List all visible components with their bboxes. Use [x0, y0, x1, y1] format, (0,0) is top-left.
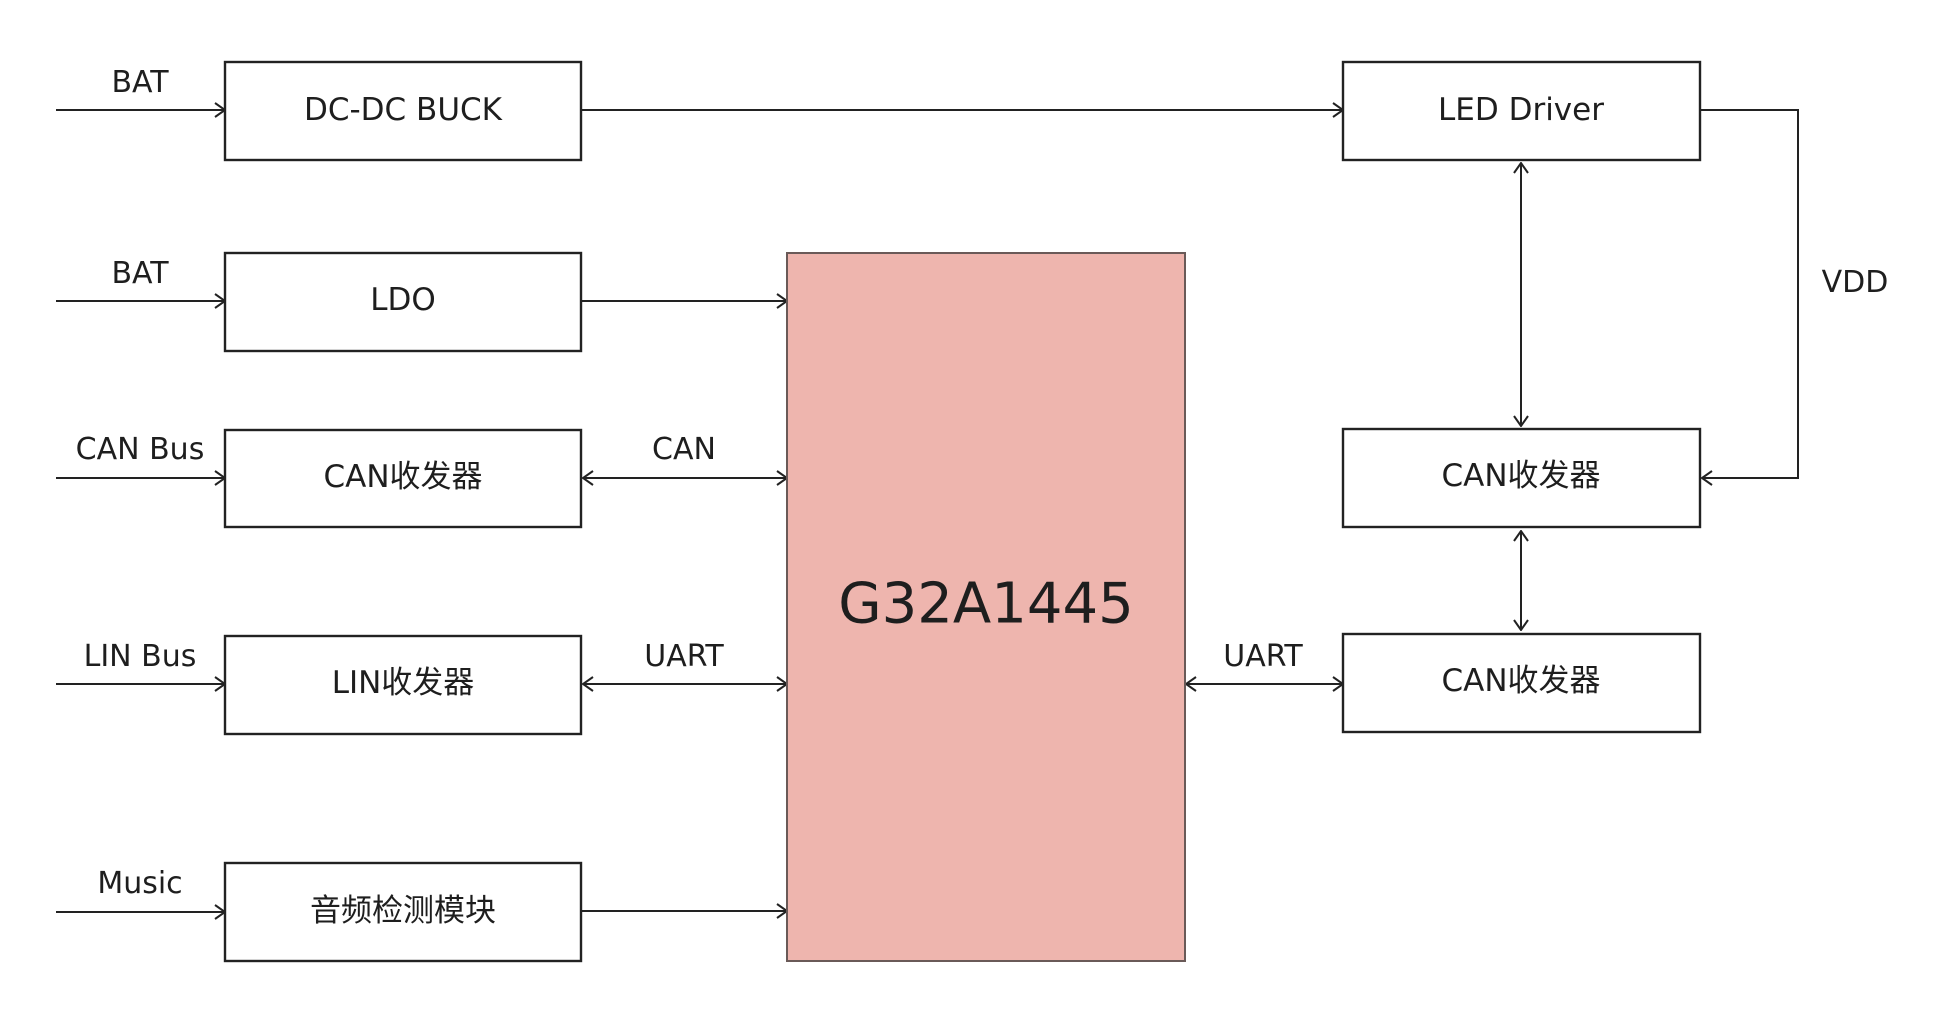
connections: [56, 109, 1799, 912]
can-bus-label: CAN Bus: [76, 432, 205, 467]
vdd-label: VDD: [1822, 265, 1889, 300]
ldo-block: LDO: [223, 251, 583, 353]
input-labels: BAT BAT CAN Bus LIN Bus Music CAN UART U…: [76, 65, 1889, 901]
mcu-block: G32A1445: [786, 252, 1186, 962]
can-transceiver-right-1-label: CAN收发器: [1441, 458, 1600, 494]
can-transceiver-right-2-block: CAN收发器: [1341, 632, 1702, 734]
dcdc-buck-block: DC-DC BUCK: [223, 60, 583, 162]
can-link-label: CAN: [652, 432, 716, 467]
can-transceiver-right-1-block: CAN收发器: [1341, 427, 1702, 529]
can-transceiver-left-label: CAN收发器: [323, 459, 482, 495]
led-driver-block: LED Driver: [1341, 60, 1702, 162]
music-label: Music: [97, 866, 182, 901]
dcdc-buck-label: DC-DC BUCK: [304, 92, 503, 128]
audio-detect-label: 音频检测模块: [310, 893, 496, 929]
lin-transceiver-label: LIN收发器: [332, 665, 475, 701]
ldo-label: LDO: [370, 282, 436, 318]
can-transceiver-right-2-label: CAN收发器: [1441, 663, 1600, 699]
mcu-label: G32A1445: [838, 572, 1133, 637]
right-blocks: LED Driver CAN收发器 CAN收发器: [1341, 60, 1702, 734]
led-driver-label: LED Driver: [1438, 92, 1604, 128]
uart-link-label-right: UART: [1223, 639, 1303, 674]
lin-transceiver-block: LIN收发器: [223, 634, 583, 736]
uart-link-label-left: UART: [644, 639, 724, 674]
vdd-loop-arrow: [1700, 109, 1799, 478]
audio-detect-block: 音频检测模块: [223, 861, 583, 963]
bat-label-2: BAT: [111, 256, 169, 291]
lin-bus-label: LIN Bus: [84, 639, 197, 674]
left-blocks: DC-DC BUCK LDO CAN收发器 LIN收发器 音频检测模块: [223, 60, 583, 963]
bat-label-1: BAT: [111, 65, 169, 100]
can-transceiver-left-block: CAN收发器: [223, 428, 583, 529]
